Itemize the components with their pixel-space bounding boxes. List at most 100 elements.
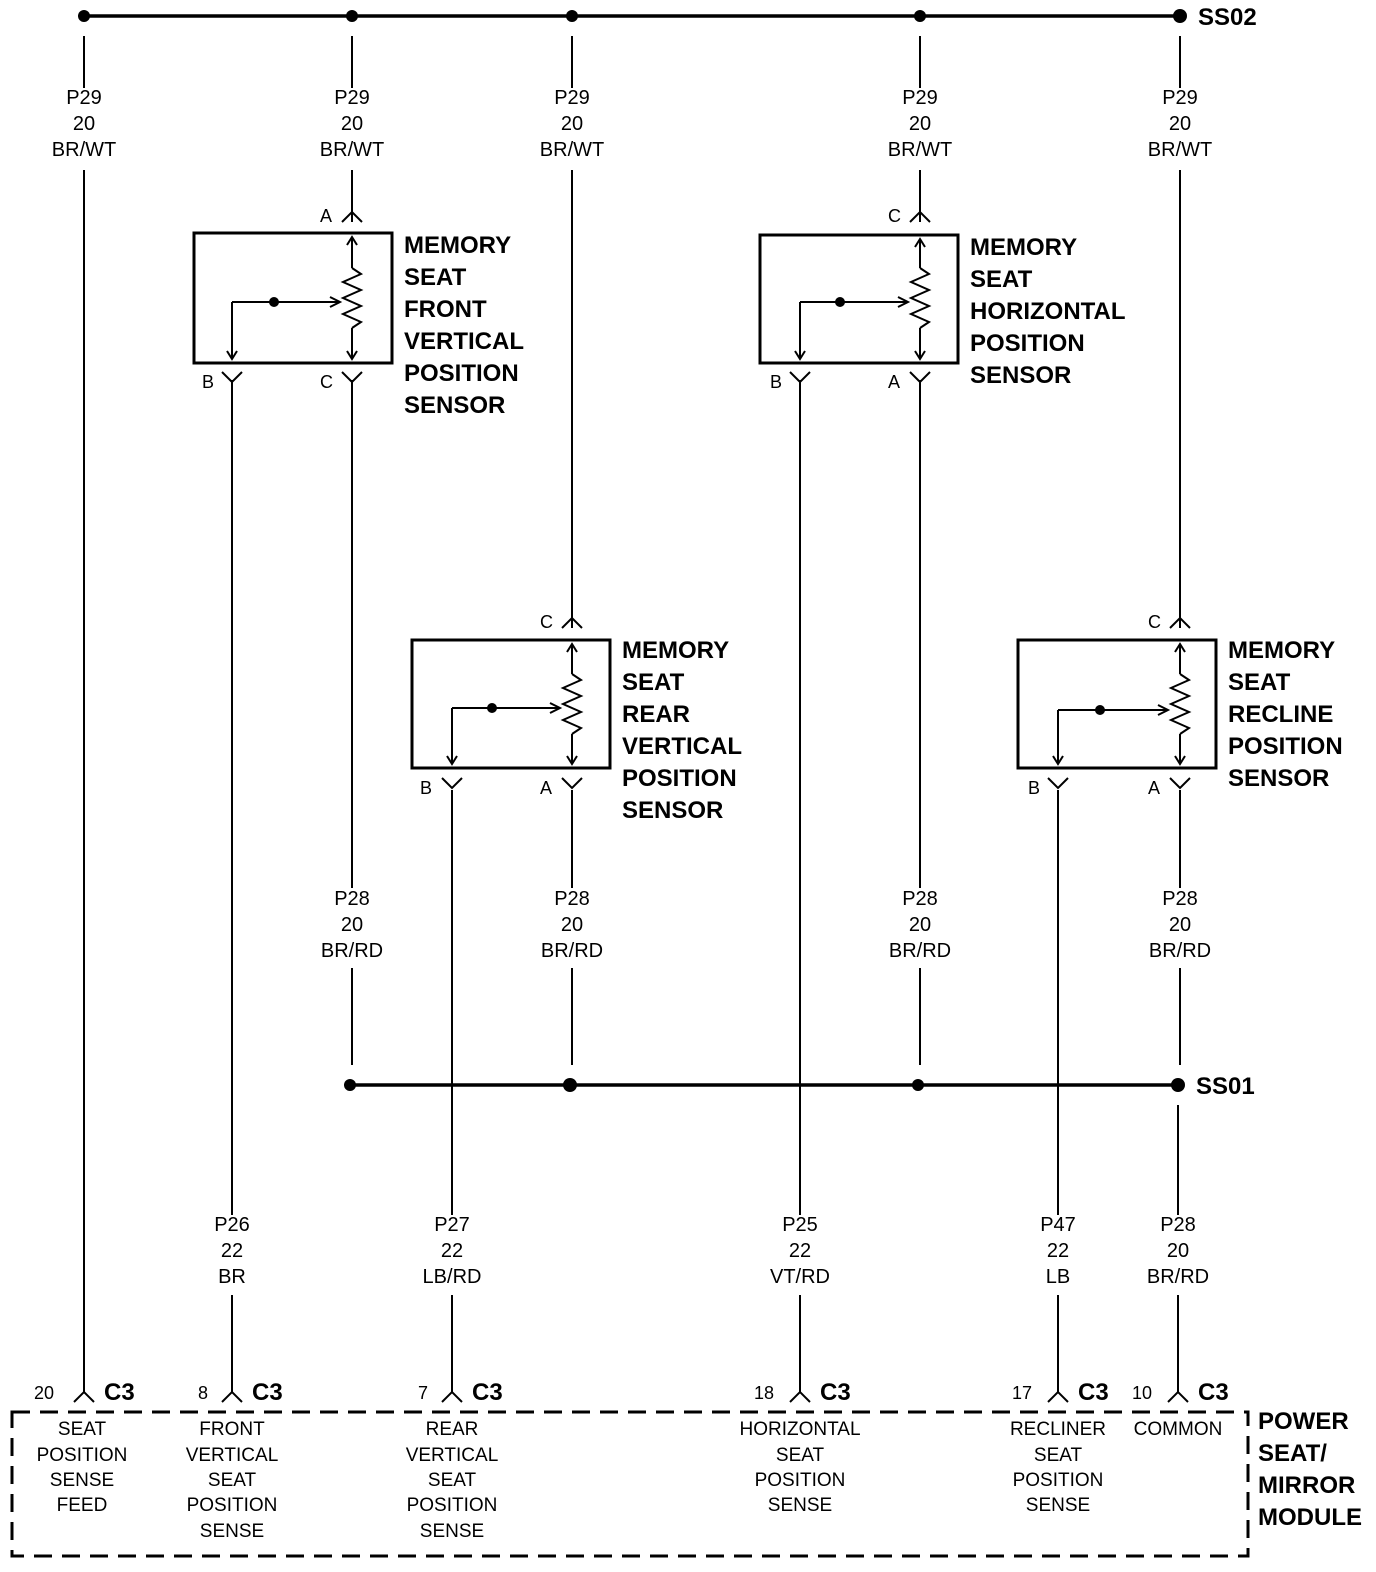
connector-pin: 10 C3 xyxy=(1132,1379,1229,1406)
sensor-name: MEMORY SEAT REAR VERTICAL POSITION SENSO… xyxy=(622,637,742,824)
svg-text:MIRROR: MIRROR xyxy=(1258,1472,1355,1499)
svg-text:BR: BR xyxy=(218,1266,246,1288)
svg-text:P29: P29 xyxy=(902,87,938,109)
svg-text:VERTICAL: VERTICAL xyxy=(406,1445,499,1466)
svg-text:SEAT: SEAT xyxy=(1034,1445,1083,1466)
svg-text:REAR: REAR xyxy=(622,701,690,728)
svg-text:SENSE: SENSE xyxy=(50,1470,114,1491)
potentiometer-icon xyxy=(340,267,364,329)
splice-dot xyxy=(1171,1078,1185,1092)
svg-text:22: 22 xyxy=(441,1240,463,1262)
svg-text:BR/WT: BR/WT xyxy=(888,139,952,161)
svg-text:20: 20 xyxy=(909,113,931,135)
svg-text:P29: P29 xyxy=(334,87,370,109)
svg-text:BR/RD: BR/RD xyxy=(541,940,603,962)
svg-text:P29: P29 xyxy=(1162,87,1198,109)
pin-label: B xyxy=(420,778,432,798)
svg-text:20: 20 xyxy=(561,113,583,135)
svg-text:MODULE: MODULE xyxy=(1258,1504,1362,1531)
mid-wire-label: P28 20 BR/RD xyxy=(889,888,951,962)
pin-label: A xyxy=(888,372,900,392)
svg-text:SEAT: SEAT xyxy=(208,1470,257,1491)
module-name: POWER SEAT/ MIRROR MODULE xyxy=(1258,1408,1362,1531)
svg-text:20: 20 xyxy=(909,914,931,936)
svg-text:C3: C3 xyxy=(820,1379,851,1406)
svg-text:SENSOR: SENSOR xyxy=(404,392,505,419)
svg-text:FRONT: FRONT xyxy=(199,1419,265,1440)
connector-pin: 17 C3 xyxy=(1012,1379,1109,1406)
splice-label-ss01: SS01 xyxy=(1196,1073,1255,1100)
svg-text:P25: P25 xyxy=(782,1214,818,1236)
svg-text:20: 20 xyxy=(341,914,363,936)
horizontal-position-sensor: C B A MEMORY SEAT HORIZONTAL POSITION SE… xyxy=(758,206,1126,392)
svg-text:POSITION: POSITION xyxy=(37,1445,128,1466)
module-pin-function: REAR VERTICAL SEAT POSITION SENSE xyxy=(406,1419,499,1542)
svg-text:20: 20 xyxy=(341,113,363,135)
top-wire-label: P29 20 BR/WT xyxy=(540,87,604,161)
svg-text:HORIZONTAL: HORIZONTAL xyxy=(739,1419,860,1440)
sensor-name: MEMORY SEAT HORIZONTAL POSITION SENSOR xyxy=(970,234,1126,389)
svg-text:20: 20 xyxy=(34,1383,54,1403)
pin-label: C xyxy=(540,612,553,632)
top-wire-label: P29 20 BR/WT xyxy=(888,87,952,161)
svg-text:SENSE: SENSE xyxy=(1026,1495,1090,1516)
svg-text:SEAT: SEAT xyxy=(428,1470,477,1491)
svg-text:MEMORY: MEMORY xyxy=(622,637,729,664)
svg-text:17: 17 xyxy=(1012,1383,1032,1403)
svg-text:C3: C3 xyxy=(1078,1379,1109,1406)
potentiometer-icon xyxy=(908,267,932,329)
splice-dot xyxy=(78,10,90,22)
splice-dot xyxy=(912,1079,924,1091)
top-wire-label: P29 20 BR/WT xyxy=(1148,87,1212,161)
svg-text:SEAT/: SEAT/ xyxy=(1258,1440,1327,1467)
splice-dot xyxy=(346,10,358,22)
svg-text:BR/RD: BR/RD xyxy=(889,940,951,962)
svg-text:20: 20 xyxy=(1169,914,1191,936)
svg-text:LB: LB xyxy=(1046,1266,1070,1288)
svg-text:P47: P47 xyxy=(1040,1214,1076,1236)
pin-label: B xyxy=(770,372,782,392)
svg-text:MEMORY: MEMORY xyxy=(1228,637,1335,664)
svg-text:POSITION: POSITION xyxy=(1228,733,1343,760)
splice-label-ss02: SS02 xyxy=(1198,4,1257,31)
svg-text:20: 20 xyxy=(1169,113,1191,135)
svg-text:VERTICAL: VERTICAL xyxy=(622,733,742,760)
svg-text:SENSE: SENSE xyxy=(420,1521,484,1542)
module-pin-function: SEAT POSITION SENSE FEED xyxy=(37,1419,128,1516)
splice-bus-ss01: SS01 xyxy=(344,1073,1255,1100)
pin-label: C xyxy=(1148,612,1161,632)
pin-label: A xyxy=(540,778,552,798)
svg-text:BR/WT: BR/WT xyxy=(320,139,384,161)
pin-label: B xyxy=(202,372,214,392)
svg-text:20: 20 xyxy=(73,113,95,135)
mid-wire-label: P28 20 BR/RD xyxy=(1149,888,1211,962)
svg-text:POWER: POWER xyxy=(1258,1408,1349,1435)
potentiometer-icon xyxy=(560,673,584,735)
connector-pin: 8 C3 xyxy=(198,1379,283,1406)
bottom-wire-label: P28 20 BR/RD xyxy=(1147,1214,1209,1288)
svg-text:P27: P27 xyxy=(434,1214,470,1236)
svg-text:RECLINE: RECLINE xyxy=(1228,701,1333,728)
potentiometer-icon xyxy=(1168,673,1192,735)
pin-label: A xyxy=(320,206,332,226)
splice-dot xyxy=(344,1079,356,1091)
svg-text:P26: P26 xyxy=(214,1214,250,1236)
svg-text:VERTICAL: VERTICAL xyxy=(186,1445,279,1466)
bottom-wire-label: P27 22 LB/RD xyxy=(423,1214,482,1288)
svg-text:REAR: REAR xyxy=(426,1419,479,1440)
svg-text:SENSOR: SENSOR xyxy=(1228,765,1329,792)
module-pin-function: HORIZONTAL SEAT POSITION SENSE xyxy=(739,1419,860,1516)
svg-text:POSITION: POSITION xyxy=(407,1495,498,1516)
svg-text:P29: P29 xyxy=(554,87,590,109)
svg-text:RECLINER: RECLINER xyxy=(1010,1419,1106,1440)
svg-text:BR/RD: BR/RD xyxy=(1149,940,1211,962)
svg-text:SENSE: SENSE xyxy=(768,1495,832,1516)
splice-dot xyxy=(563,1078,577,1092)
svg-text:POSITION: POSITION xyxy=(404,360,519,387)
svg-text:SENSE: SENSE xyxy=(200,1521,264,1542)
svg-text:POSITION: POSITION xyxy=(187,1495,278,1516)
svg-text:SENSOR: SENSOR xyxy=(970,362,1071,389)
svg-text:SEAT: SEAT xyxy=(970,266,1033,293)
svg-text:P28: P28 xyxy=(902,888,938,910)
